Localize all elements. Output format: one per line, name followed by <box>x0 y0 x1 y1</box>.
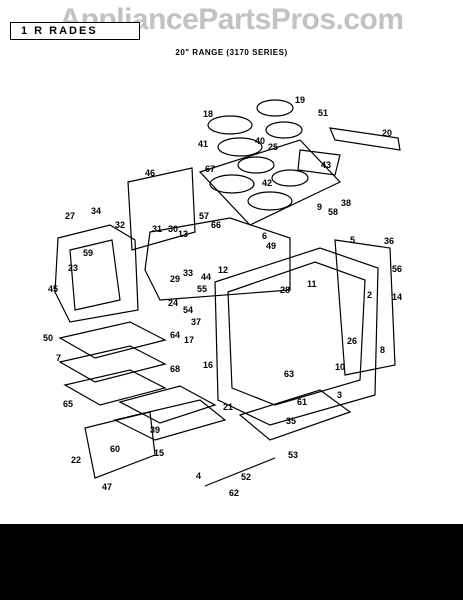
control-panel <box>144 217 291 301</box>
callout-34: 34 <box>91 206 101 216</box>
callout-28: 28 <box>280 285 290 295</box>
callout-67: 67 <box>205 164 215 174</box>
callout-49: 49 <box>266 241 276 251</box>
callout-27: 27 <box>65 211 75 221</box>
callout-57: 57 <box>199 211 209 221</box>
callout-25: 25 <box>268 142 278 152</box>
callout-5: 5 <box>350 235 355 245</box>
oven-door <box>54 224 139 323</box>
oven-racks <box>58 321 167 406</box>
callout-29: 29 <box>170 274 180 284</box>
callout-8: 8 <box>380 345 385 355</box>
callout-39: 39 <box>150 425 160 435</box>
callout-47: 47 <box>102 482 112 492</box>
callout-22: 22 <box>71 455 81 465</box>
callout-41: 41 <box>198 139 208 149</box>
callout-11: 11 <box>307 279 317 289</box>
callout-15: 15 <box>154 448 164 458</box>
callout-21: 21 <box>223 402 233 412</box>
cooktop-top <box>198 99 401 226</box>
callout-16: 16 <box>203 360 213 370</box>
callout-31: 31 <box>152 224 162 234</box>
callout-32: 32 <box>115 220 125 230</box>
callout-36: 36 <box>384 236 394 246</box>
base-frame <box>238 389 352 441</box>
section-tab: 1 R RADES <box>10 22 140 40</box>
diagram-subtitle: 20" RANGE (3170 SERIES) <box>175 48 288 57</box>
callout-64: 64 <box>170 330 180 340</box>
callout-43: 43 <box>321 160 331 170</box>
callout-3: 3 <box>337 390 342 400</box>
callout-20: 20 <box>382 128 392 138</box>
callout-61: 61 <box>297 397 307 407</box>
callout-50: 50 <box>43 333 53 343</box>
callout-23: 23 <box>68 263 78 273</box>
callout-53: 53 <box>288 450 298 460</box>
callout-2: 2 <box>367 290 372 300</box>
callout-38: 38 <box>341 198 351 208</box>
callout-58: 58 <box>328 207 338 217</box>
callout-19: 19 <box>295 95 305 105</box>
callout-9: 9 <box>317 202 322 212</box>
oven-body <box>214 239 396 426</box>
callout-6: 6 <box>262 231 267 241</box>
callout-12: 12 <box>218 265 228 275</box>
callout-13: 13 <box>178 229 188 239</box>
callout-24: 24 <box>168 298 178 308</box>
callout-37: 37 <box>191 317 201 327</box>
callout-62: 62 <box>229 488 239 498</box>
callout-4: 4 <box>196 471 201 481</box>
callout-68: 68 <box>170 364 180 374</box>
callout-35: 35 <box>286 416 296 426</box>
callout-56: 56 <box>392 264 402 274</box>
callout-59: 59 <box>83 248 93 258</box>
callout-44: 44 <box>201 272 211 282</box>
callout-45: 45 <box>48 284 58 294</box>
broiler-pan <box>118 385 217 424</box>
leveling-rail <box>204 457 276 487</box>
callout-40: 40 <box>255 136 265 146</box>
callout-66: 66 <box>211 220 221 230</box>
callout-65: 65 <box>63 399 73 409</box>
callout-14: 14 <box>392 292 402 302</box>
callout-7: 7 <box>56 353 61 363</box>
callout-17: 17 <box>184 335 194 345</box>
callout-33: 33 <box>183 268 193 278</box>
callout-60: 60 <box>110 444 120 454</box>
callout-46: 46 <box>145 168 155 178</box>
diagram-canvas <box>0 0 463 524</box>
storage-drawer <box>84 399 227 479</box>
side-panel-46 <box>127 167 196 251</box>
callout-42: 42 <box>262 178 272 188</box>
callout-18: 18 <box>203 109 213 119</box>
callout-63: 63 <box>284 369 294 379</box>
callout-10: 10 <box>335 362 345 372</box>
callout-52: 52 <box>241 472 251 482</box>
callout-30: 30 <box>168 224 178 234</box>
callout-26: 26 <box>347 336 357 346</box>
callout-55: 55 <box>197 284 207 294</box>
callout-54: 54 <box>183 305 193 315</box>
callout-51: 51 <box>318 108 328 118</box>
